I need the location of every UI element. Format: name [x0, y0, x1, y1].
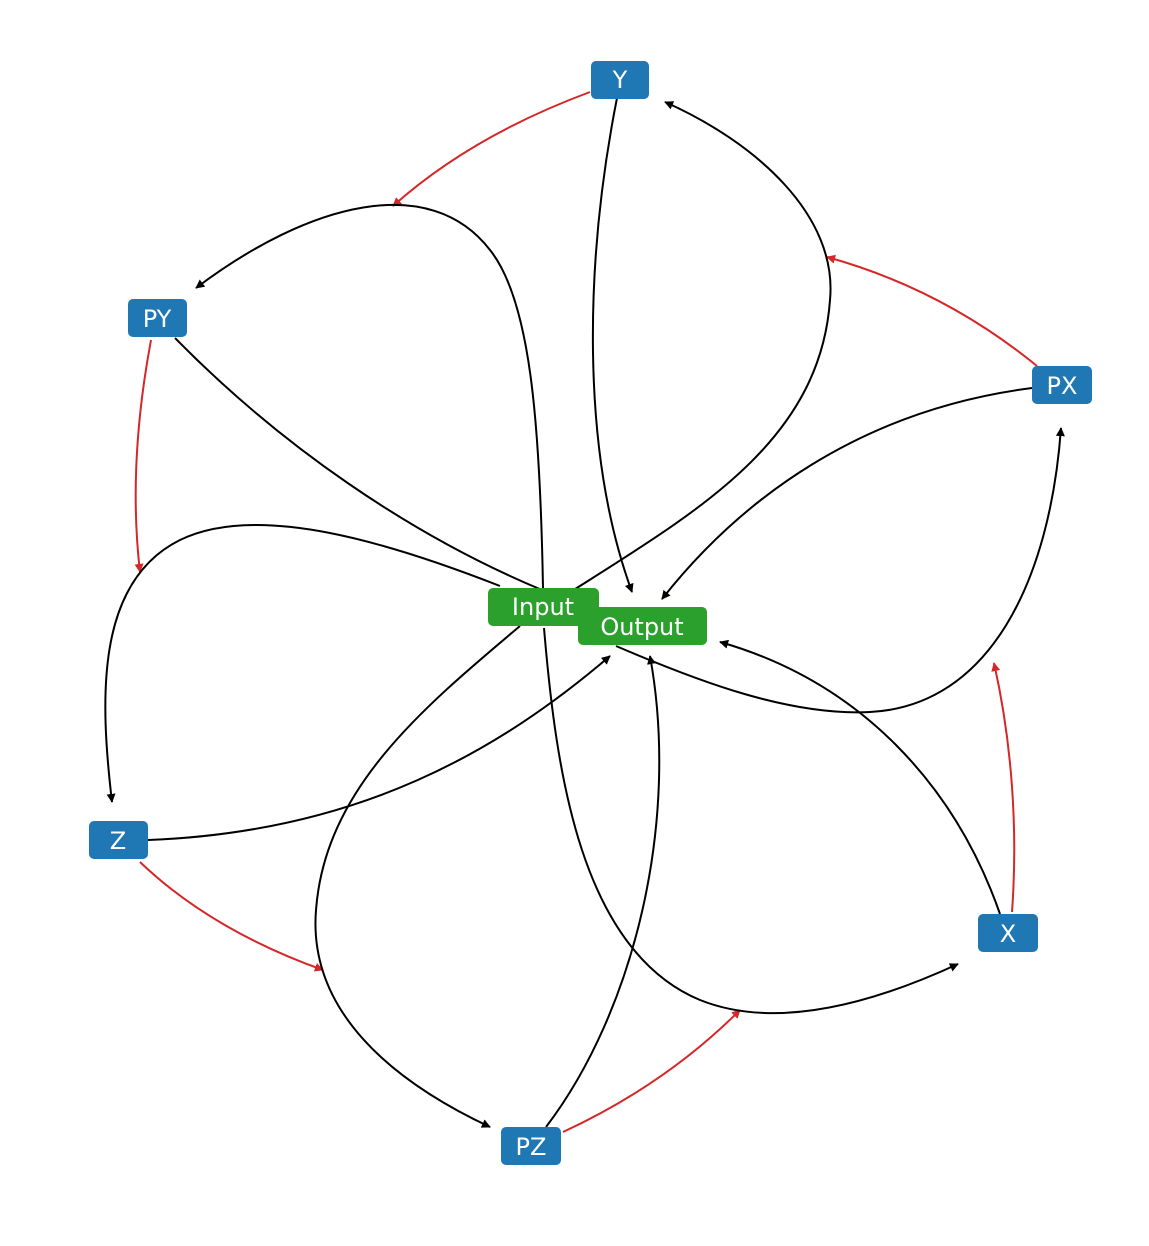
node-x-box: [978, 914, 1038, 952]
node-input[interactable]: Input: [488, 588, 599, 626]
node-output[interactable]: Output: [578, 607, 707, 645]
edge-z-to-output: [147, 655, 611, 841]
edge-y-to-py: [392, 91, 591, 207]
edge-input-to-pz: [314, 625, 521, 1128]
edge-x-to-px: [991, 662, 1016, 913]
edge-px-to-output: [661, 387, 1033, 600]
edges-layer: [104, 91, 1065, 1133]
edge-px-to-y: [826, 254, 1038, 367]
node-pz[interactable]: PZ: [501, 1127, 561, 1165]
edge-x-to-output: [719, 639, 1001, 915]
node-y-label: Y: [612, 66, 628, 94]
node-pz-box: [501, 1127, 561, 1165]
edge-input-to-py: [195, 203, 544, 589]
edge-pz-to-x: [562, 1009, 741, 1133]
node-input-box: [488, 588, 599, 626]
edge-z-to-pz: [139, 861, 324, 972]
node-z[interactable]: Z: [89, 821, 148, 859]
node-py-box: [128, 299, 187, 337]
edge-py-to-z: [134, 339, 152, 573]
edge-input-to-z: [104, 524, 501, 803]
edge-input-to-x: [543, 627, 959, 1015]
node-px[interactable]: PX: [1032, 366, 1092, 404]
edge-py-to-input: [174, 337, 543, 591]
node-py-label: PY: [143, 305, 172, 333]
node-z-box: [89, 821, 148, 859]
edge-y-to-output: [591, 97, 634, 593]
nodes-layer: Y PY PX Z X PZ Input Output: [89, 61, 1092, 1165]
node-y-box: [591, 61, 649, 99]
node-py[interactable]: PY: [128, 299, 187, 337]
node-output-label: Output: [600, 613, 683, 641]
node-px-box: [1032, 366, 1092, 404]
edge-output-to-px: [615, 427, 1065, 714]
node-input-label: Input: [512, 593, 574, 621]
edge-input-to-y: [571, 101, 832, 592]
node-z-label: Z: [110, 827, 126, 855]
node-y[interactable]: Y: [591, 61, 649, 99]
node-px-label: PX: [1047, 372, 1078, 400]
node-x[interactable]: X: [978, 914, 1038, 952]
edge-pz-to-output: [545, 655, 661, 1128]
node-pz-label: PZ: [516, 1133, 547, 1161]
node-x-label: X: [1000, 920, 1016, 948]
node-output-box: [578, 607, 707, 645]
